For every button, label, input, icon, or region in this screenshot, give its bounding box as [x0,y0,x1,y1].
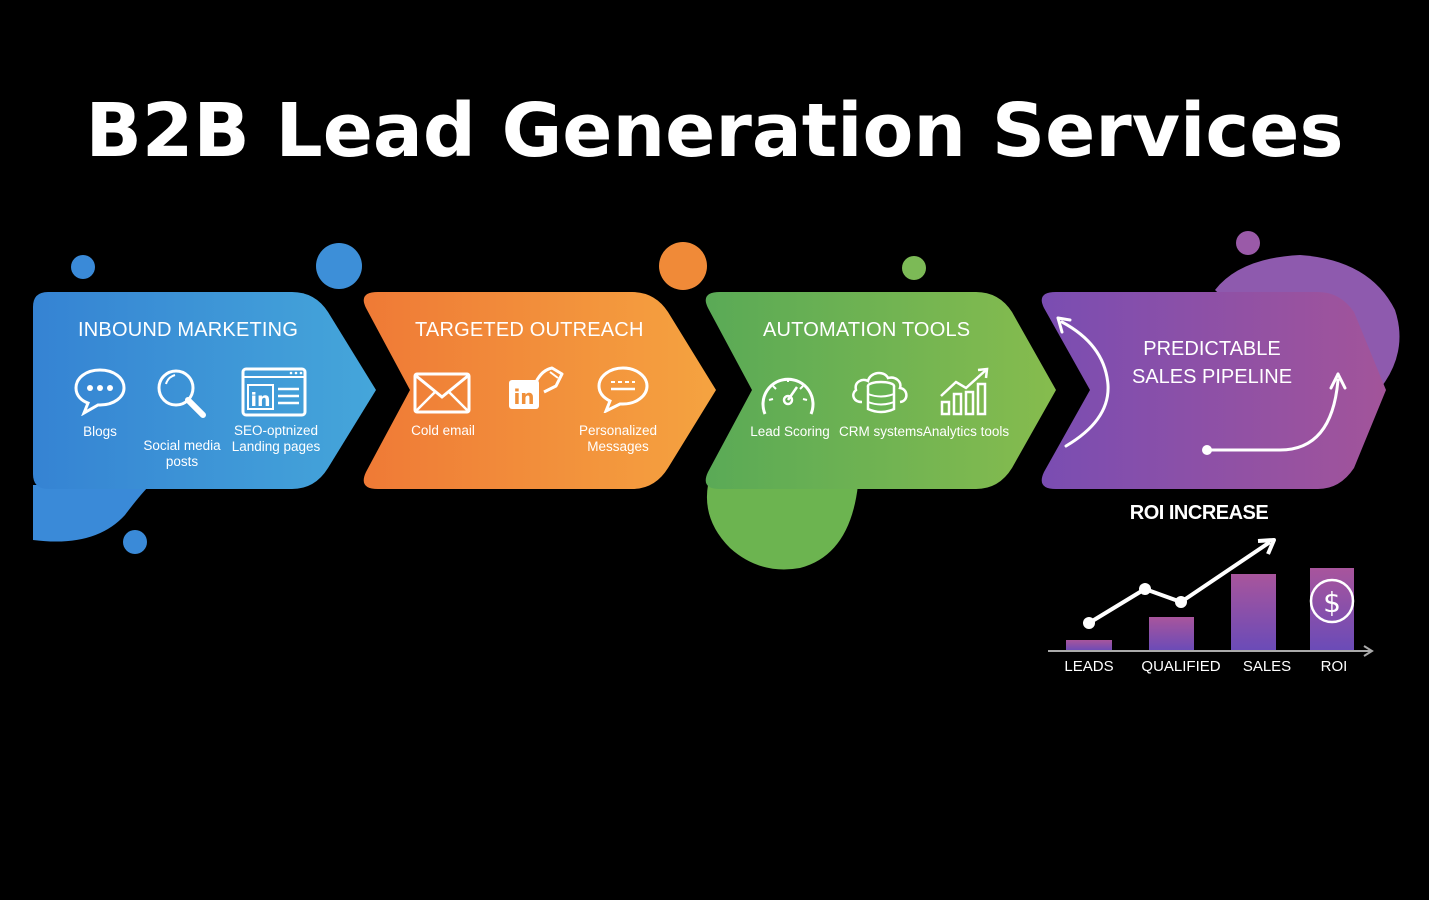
linkedin-browser-icon: in [241,367,307,417]
stage-shape-outreach [363,292,716,489]
item-label-analytics: Analytics tools [922,424,1010,439]
dollar-coin-icon [1309,578,1355,624]
stage-shape-inbound [33,292,376,489]
stage-shape-pipeline [1041,292,1386,489]
bar-sales [1231,574,1276,651]
chat-bubble-icon [74,368,126,416]
item-label-seo: SEO-optnized Landing pages [231,423,321,454]
linkedin-handshake-icon: in [509,366,564,409]
roi-chart: $ [1048,538,1374,657]
deco-circle [316,243,362,289]
deco-circle [1236,231,1260,255]
page-title: B2B Lead Generation Services [85,88,1344,174]
bar-qualified [1149,617,1194,651]
item-label-crm: CRM systems [839,424,923,439]
item-label-lead-scoring: Lead Scoring [750,424,830,439]
bar-roi [1310,568,1354,651]
deco-circle [902,256,926,280]
green-blob [706,485,858,570]
stage-title-pipeline: PREDICTABLE SALES PIPELINE [1131,338,1293,388]
stage-title-inbound: INBOUND MARKETING [78,319,299,341]
deco-circle [123,530,147,554]
stage-title-outreach: TARGETED OUTREACH [415,319,644,341]
item-label-blogs: Blogs [83,424,117,439]
item-label-social: Social media posts [143,438,221,469]
roi-label-roi: ROI [1320,658,1348,675]
roi-label-qualified: QUALIFIED [1141,658,1221,675]
svg-text:in: in [513,385,534,409]
roi-label-sales: SALES [1242,658,1292,675]
speedometer-icon [761,377,815,415]
envelope-icon [413,372,471,414]
roi-title: ROI INCREASE [1129,502,1269,524]
message-bubble-icon [597,366,649,413]
svg-text:$: $ [1323,586,1341,619]
bar-chart-trend-icon [940,367,989,416]
item-label-personalized: Personalized Messages [578,423,658,454]
roi-label-leads: LEADS [1064,658,1114,675]
item-label-cold-email: Cold email [411,423,475,438]
deco-circle [659,242,707,290]
cycle-arrows-icon [1056,316,1347,452]
deco-circle [71,255,95,279]
svg-text:in: in [250,389,270,411]
cloud-database-icon [852,371,908,414]
magnifier-icon [157,369,206,418]
stage-title-automation: AUTOMATION TOOLS [763,319,971,341]
bar-leads [1066,640,1112,651]
